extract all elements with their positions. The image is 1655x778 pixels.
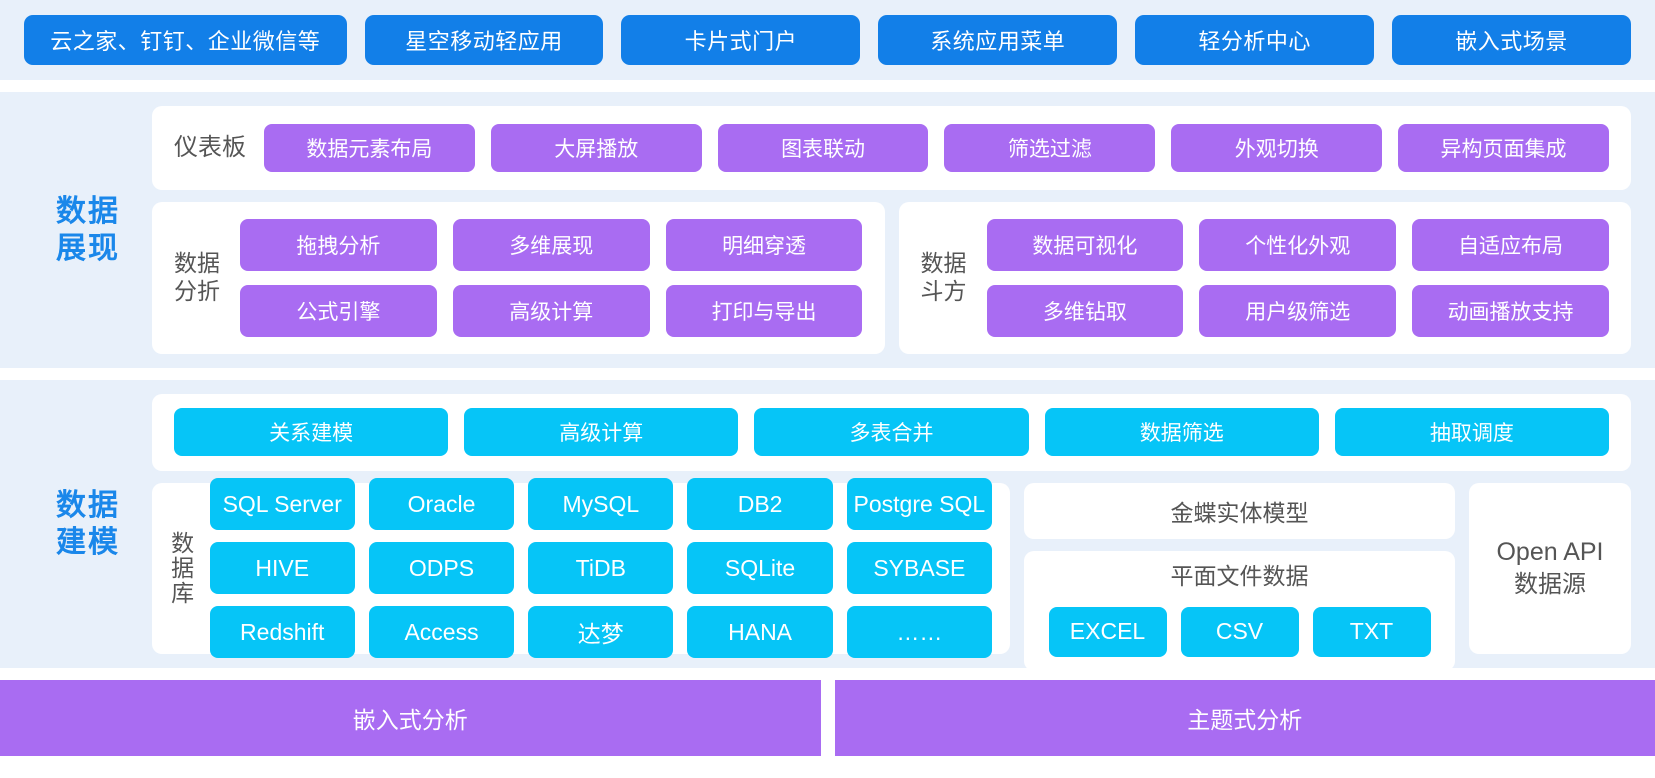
- thematic-analysis-bar[interactable]: 主题式分析: [834, 680, 1655, 756]
- app-chip-label: 星空移动轻应用: [405, 29, 563, 54]
- flat-file-card: 平面文件数据 EXCEL CSV TXT: [1024, 550, 1455, 671]
- database-chip[interactable]: SYBASE: [846, 542, 992, 595]
- data-doufang-label-line1: 数据: [920, 250, 967, 277]
- doufang-feature-chip[interactable]: 多维钻取: [986, 285, 1184, 337]
- doufang-feature-chip[interactable]: 数据可视化: [986, 219, 1184, 271]
- flat-file-title: 平面文件数据: [1170, 562, 1309, 589]
- modeling-capability-chip[interactable]: 抽取调度: [1334, 408, 1610, 457]
- band-divider: [0, 668, 1655, 680]
- analysis-feature-chip[interactable]: 明细穿透: [665, 219, 863, 271]
- open-api-line2: 数据源: [1514, 570, 1586, 598]
- flat-file-format-list: EXCEL CSV TXT: [1040, 606, 1439, 657]
- database-card: 数据库 SQL Server Oracle MySQL DB2 Postgre …: [152, 478, 1010, 659]
- data-analysis-card: 数据 分折 拖拽分析 多维展现 明细穿透 公式引擎 高级计算 打印与导出: [152, 202, 885, 354]
- section-label-data-presentation: 数据 展现: [24, 106, 152, 354]
- dashboard-feature-chip[interactable]: 图表联动: [717, 124, 929, 172]
- database-chip[interactable]: TiDB: [528, 542, 674, 595]
- data-doufang-label: 数据 斗方: [921, 250, 967, 305]
- app-chip-embedded-scenario[interactable]: 嵌入式场景: [1392, 15, 1631, 65]
- data-presentation-body: 仪表板 数据元素布局 大屏播放 图表联动 筛选过滤 外观切换 异构页面集成 数据…: [152, 106, 1631, 354]
- database-chip[interactable]: Postgre SQL: [846, 478, 992, 531]
- data-analysis-label-line1: 数据: [174, 250, 220, 277]
- analysis-feature-chip[interactable]: 公式引擎: [240, 285, 437, 337]
- open-api-card[interactable]: Open API 数据源: [1469, 482, 1631, 654]
- app-chip-light-analytics-center[interactable]: 轻分析中心: [1135, 15, 1375, 65]
- data-presentation-band: 数据 展现 仪表板 数据元素布局 大屏播放 图表联动 筛选过滤 外观切换 异构页…: [0, 92, 1655, 368]
- app-chip-label: 云之家、钉钉、企业微信等: [50, 29, 321, 54]
- analysis-feature-chip[interactable]: 高级计算: [452, 285, 650, 337]
- database-chip[interactable]: SQLite: [687, 542, 833, 595]
- section-label-line1: 数据: [56, 488, 120, 522]
- presentation-lower-row: 数据 分折 拖拽分析 多维展现 明细穿透 公式引擎 高级计算 打印与导出 数据: [152, 202, 1631, 354]
- database-chip[interactable]: Redshift: [209, 606, 355, 659]
- database-grid: SQL Server Oracle MySQL DB2 Postgre SQL …: [209, 478, 992, 659]
- modeling-sources-row: 数据库 SQL Server Oracle MySQL DB2 Postgre …: [152, 478, 1631, 671]
- modeling-capability-chip[interactable]: 关系建模: [174, 408, 449, 457]
- database-chip[interactable]: DB2: [687, 478, 833, 531]
- analysis-modes-band: 嵌入式分析 主题式分析: [0, 680, 1655, 756]
- doufang-feature-chip[interactable]: 个性化外观: [1199, 219, 1397, 271]
- app-chip-label: 轻分析中心: [1198, 29, 1311, 54]
- other-sources-column: 金蝶实体模型 平面文件数据 EXCEL CSV TXT: [1024, 482, 1455, 671]
- database-chip[interactable]: ……: [846, 606, 992, 659]
- band-divider: [0, 80, 1655, 92]
- data-analysis-feature-grid: 拖拽分析 多维展现 明细穿透 公式引擎 高级计算 打印与导出: [240, 219, 863, 337]
- analysis-feature-chip[interactable]: 多维展现: [452, 219, 650, 271]
- app-chip-label: 卡片式门户: [684, 29, 798, 54]
- database-chip[interactable]: HANA: [687, 606, 833, 659]
- dashboard-feature-chip[interactable]: 大屏播放: [490, 124, 702, 172]
- doufang-feature-chip[interactable]: 自适应布局: [1412, 219, 1609, 271]
- modeling-capabilities-card: 关系建模 高级计算 多表合并 数据筛选 抽取调度: [152, 394, 1631, 471]
- flat-file-chip[interactable]: CSV: [1180, 606, 1299, 657]
- app-chip-mobile-lightapp[interactable]: 星空移动轻应用: [364, 15, 604, 65]
- app-chip-cloudhub[interactable]: 云之家、钉钉、企业微信等: [24, 15, 347, 65]
- database-chip[interactable]: ODPS: [368, 542, 515, 595]
- data-analysis-label: 数据 分折: [174, 250, 220, 305]
- database-chip[interactable]: HIVE: [209, 542, 355, 595]
- database-chip[interactable]: Access: [368, 606, 515, 659]
- database-chip[interactable]: Oracle: [368, 478, 515, 531]
- app-chip-label: 嵌入式场景: [1455, 29, 1568, 54]
- data-analysis-label-line2: 分折: [174, 278, 220, 304]
- application-entries-band: 云之家、钉钉、企业微信等 星空移动轻应用 卡片式门户 系统应用菜单 轻分析中心 …: [0, 0, 1655, 80]
- dashboard-feature-chip[interactable]: 筛选过滤: [944, 124, 1156, 172]
- embedded-analysis-bar[interactable]: 嵌入式分析: [0, 680, 821, 756]
- data-doufang-feature-grid: 数据可视化 个性化外观 自适应布局 多维钻取 用户级筛选 动画播放支持: [986, 219, 1610, 337]
- database-chip[interactable]: 达梦: [528, 606, 674, 659]
- section-label-line1: 数据: [56, 194, 120, 228]
- flat-file-chip[interactable]: TXT: [1312, 606, 1431, 657]
- dashboard-feature-list: 数据元素布局 大屏播放 图表联动 筛选过滤 外观切换 异构页面集成: [264, 124, 1609, 172]
- database-chip[interactable]: MySQL: [528, 478, 674, 531]
- modeling-capability-chip[interactable]: 数据筛选: [1044, 408, 1319, 457]
- app-chip-card-portal[interactable]: 卡片式门户: [621, 15, 861, 65]
- database-label: 数据库: [167, 530, 194, 606]
- dashboard-feature-chip[interactable]: 数据元素布局: [264, 124, 475, 172]
- data-doufang-card: 数据 斗方 数据可视化 个性化外观 自适应布局 多维钻取 用户级筛选 动画播放支…: [898, 202, 1631, 354]
- dashboard-card: 仪表板 数据元素布局 大屏播放 图表联动 筛选过滤 外观切换 异构页面集成: [152, 106, 1631, 190]
- dashboard-label: 仪表板: [174, 133, 246, 161]
- open-api-line1: Open API: [1496, 538, 1604, 567]
- analysis-feature-chip[interactable]: 打印与导出: [665, 285, 863, 337]
- doufang-feature-chip[interactable]: 用户级筛选: [1199, 285, 1397, 337]
- section-label-line2: 建模: [56, 526, 120, 559]
- modeling-capability-list: 关系建模 高级计算 多表合并 数据筛选 抽取调度: [174, 408, 1610, 457]
- data-modeling-band: 数据 建模 关系建模 高级计算 多表合并 数据筛选 抽取调度 数据库: [0, 380, 1655, 671]
- analysis-feature-chip[interactable]: 拖拽分析: [240, 219, 437, 271]
- band-divider: [0, 368, 1655, 380]
- flat-file-chip[interactable]: EXCEL: [1048, 606, 1167, 657]
- dashboard-feature-chip[interactable]: 外观切换: [1171, 124, 1383, 172]
- section-label-data-modeling: 数据 建模: [24, 394, 152, 654]
- entity-model-card[interactable]: 金蝶实体模型: [1024, 482, 1455, 539]
- data-modeling-body: 关系建模 高级计算 多表合并 数据筛选 抽取调度 数据库 SQL Server …: [152, 394, 1631, 671]
- database-chip[interactable]: SQL Server: [209, 478, 355, 531]
- doufang-feature-chip[interactable]: 动画播放支持: [1412, 285, 1609, 337]
- dashboard-feature-chip[interactable]: 异构页面集成: [1398, 124, 1609, 172]
- modeling-capability-chip[interactable]: 多表合并: [754, 408, 1029, 457]
- section-label-line2: 展现: [56, 232, 120, 265]
- modeling-capability-chip[interactable]: 高级计算: [464, 408, 739, 457]
- data-doufang-label-line2: 斗方: [920, 278, 967, 304]
- app-chip-label: 系统应用菜单: [930, 29, 1066, 54]
- app-chip-system-menu[interactable]: 系统应用菜单: [878, 15, 1118, 65]
